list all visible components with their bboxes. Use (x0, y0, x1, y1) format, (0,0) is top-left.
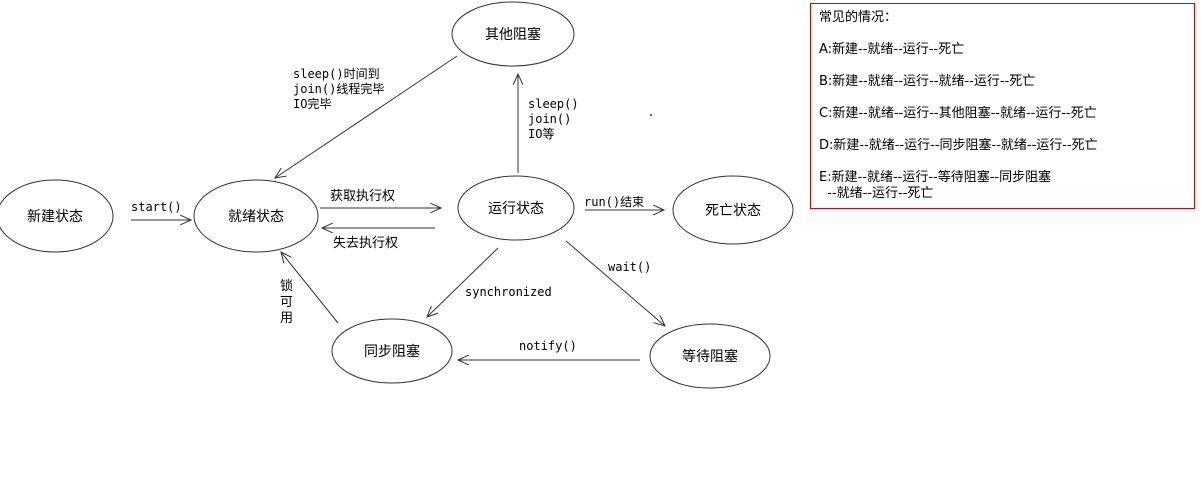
node-ready: 就绪状态 (193, 179, 319, 253)
node-running: 运行状态 (457, 175, 575, 241)
label-join-done: join()线程完毕 (293, 81, 384, 96)
edge-synchronized (427, 247, 499, 317)
label-sleep: sleep() (528, 97, 579, 111)
node-running-label: 运行状态 (488, 201, 544, 217)
stray-dot (650, 114, 652, 116)
notes-item-e: E:新建--就绪--运行--等待阻塞--同步阻塞 (819, 170, 1052, 185)
label-io-wait: IO等 (528, 127, 554, 141)
node-sync-blocked: 同步阻塞 (331, 318, 453, 384)
node-ready-label: 就绪状态 (228, 209, 284, 225)
label-lock: 锁 (280, 278, 293, 294)
node-new-label: 新建状态 (27, 209, 83, 225)
notes-item-d: D:新建--就绪--运行--同步阻塞--就绪--运行--死亡 (819, 138, 1098, 153)
label-synchronized: synchronized (465, 285, 552, 299)
label-start: start() (131, 200, 182, 214)
notes-item-b: B:新建--就绪--运行--就绪--运行--死亡 (819, 74, 1036, 89)
notes-item-a: A:新建--就绪--运行--死亡 (819, 42, 965, 57)
label-io-done: IO完毕 (293, 96, 331, 111)
label-get-cpu: 获取执行权 (330, 188, 395, 204)
node-sync-blocked-label: 同步阻塞 (364, 343, 420, 360)
node-dead-label: 死亡状态 (705, 203, 761, 219)
edge-wait (565, 240, 665, 326)
edge-lock-available (281, 252, 339, 324)
edge-other-to-ready (275, 55, 458, 178)
label-lose-cpu: 失去执行权 (333, 235, 398, 251)
node-dead: 死亡状态 (672, 175, 794, 245)
label-wait: wait() (608, 260, 651, 274)
notes-item-c: C:新建--就绪--运行--其他阻塞--就绪--运行--死亡 (819, 106, 1097, 121)
node-other-blocked-label: 其他阻塞 (485, 26, 541, 43)
notes-box: 常见的情况： A:新建--就绪--运行--死亡 B:新建--就绪--运行--就绪… (810, 3, 1195, 209)
node-wait-blocked-label: 等待阻塞 (682, 348, 738, 365)
label-notify: notify() (519, 339, 577, 353)
notes-item-e-cont: --就绪--运行--死亡 (819, 186, 934, 201)
label-yong: 用 (280, 311, 293, 326)
label-join: join() (528, 112, 571, 126)
notes-title: 常见的情况： (819, 10, 898, 25)
node-wait-blocked: 等待阻塞 (649, 323, 771, 389)
node-other-blocked: 其他阻塞 (451, 1, 575, 67)
node-new: 新建状态 (0, 179, 114, 253)
label-run-end: run()结束 (584, 195, 644, 209)
label-ke: 可 (280, 295, 293, 310)
label-sleep-done: sleep()时间到 (293, 67, 380, 81)
